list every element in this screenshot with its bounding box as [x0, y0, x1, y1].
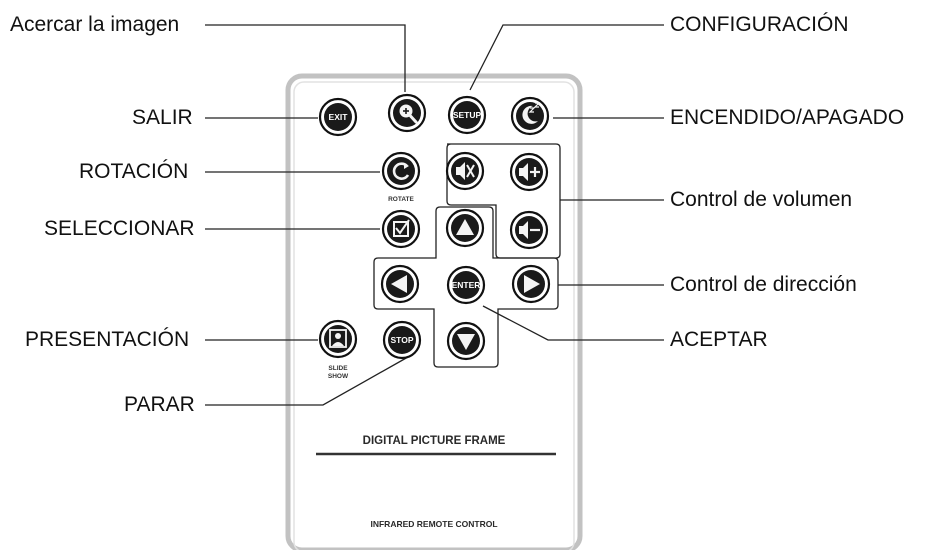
leader-stop [205, 356, 409, 406]
right-button[interactable] [511, 264, 551, 304]
remote-title: DIGITAL PICTURE FRAME [363, 435, 506, 447]
arrow-up-icon [456, 219, 474, 235]
remote-footer: INFRARED REMOTE CONTROL [370, 519, 497, 529]
show-small-label: SHOW [328, 373, 349, 380]
callout-power: ENCENDIDO/APAGADO [670, 106, 905, 129]
magnifier-icon [399, 104, 418, 124]
stop-button[interactable]: STOP [382, 320, 422, 360]
leader-enter [482, 305, 664, 341]
checkbox-icon [393, 219, 410, 237]
callout-rotate: ROTACIÓN [79, 160, 189, 183]
stop-button-label: STOP [391, 335, 414, 345]
leader-zoom [205, 24, 406, 92]
callout-volume: Control de volumen [670, 188, 853, 211]
setup-button-label: SETUP [453, 110, 482, 120]
enter-button[interactable]: ENTER [446, 265, 486, 305]
slideshow-picture-icon [329, 329, 347, 348]
callout-exit: SALIR [132, 106, 193, 129]
callout-stop: PARAR [124, 393, 195, 416]
rotate-icon [392, 162, 410, 180]
exit-button-label: EXIT [329, 112, 349, 122]
callout-enter: ACEPTAR [670, 328, 768, 351]
moon-sleep-icon [522, 102, 541, 124]
callout-setup: CONFIGURACIÓN [670, 13, 849, 36]
enter-button-label: ENTER [452, 280, 481, 290]
volume-up-button[interactable] [509, 152, 549, 192]
down-button[interactable] [446, 321, 486, 361]
callout-direction: Control de dirección [670, 273, 857, 296]
exit-button[interactable]: EXIT [318, 97, 358, 137]
leader-lines [205, 24, 664, 406]
mute-icon [456, 162, 475, 180]
arrow-left-icon [391, 275, 407, 293]
slideshow-button[interactable]: SLIDE SHOW [318, 319, 358, 380]
callout-slideshow: PRESENTACIÓN [25, 328, 190, 351]
arrow-right-icon [524, 275, 540, 293]
volume-up-icon [519, 163, 540, 181]
power-button[interactable] [510, 96, 550, 136]
direction-group-outline [373, 206, 559, 368]
setup-button[interactable]: SETUP [447, 95, 487, 135]
volume-down-button[interactable] [509, 210, 549, 250]
left-button[interactable] [380, 264, 420, 304]
rotate-small-label: ROTATE [388, 196, 414, 203]
volume-group-outline [446, 143, 561, 259]
slide-small-label: SLIDE [328, 365, 348, 372]
callout-zoom: Acercar la imagen [10, 13, 180, 36]
up-button[interactable] [445, 208, 485, 248]
zoom-button[interactable] [387, 93, 427, 133]
mute-button[interactable] [445, 151, 485, 191]
rotate-button[interactable]: ROTATE [381, 151, 421, 203]
select-button[interactable] [381, 209, 421, 249]
callout-select: SELECCIONAR [44, 217, 195, 240]
volume-down-icon [519, 221, 540, 239]
leader-setup [469, 24, 664, 91]
arrow-down-icon [457, 334, 475, 350]
